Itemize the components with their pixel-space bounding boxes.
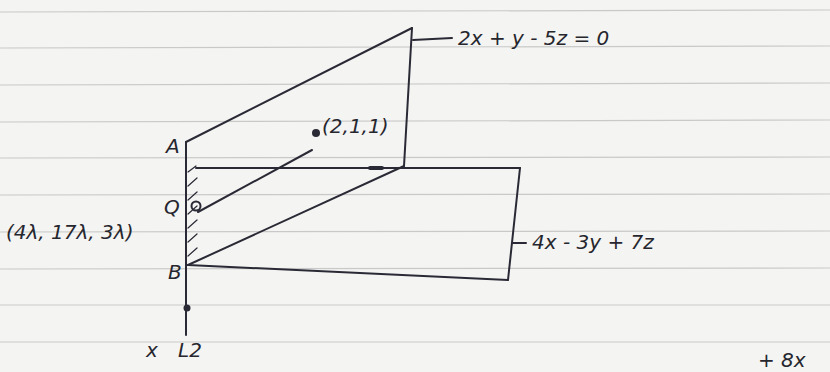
ruled-lines [0, 10, 830, 342]
points [184, 129, 321, 312]
axis-label: x [146, 340, 158, 360]
plane-equation: 4x - 3y + 7z [532, 232, 654, 252]
plane-equation: 2x + y - 5z = 0 [458, 28, 609, 48]
point-label: Q [164, 197, 180, 217]
planes [186, 28, 526, 335]
point-label: (2,1,1) [322, 116, 389, 136]
note: + 8x [758, 350, 806, 370]
line-label: L2 [178, 340, 202, 360]
point-label: B [168, 262, 182, 282]
point-coordinates: (4λ, 17λ, 3λ) [6, 222, 133, 242]
point-label: A [166, 136, 180, 156]
